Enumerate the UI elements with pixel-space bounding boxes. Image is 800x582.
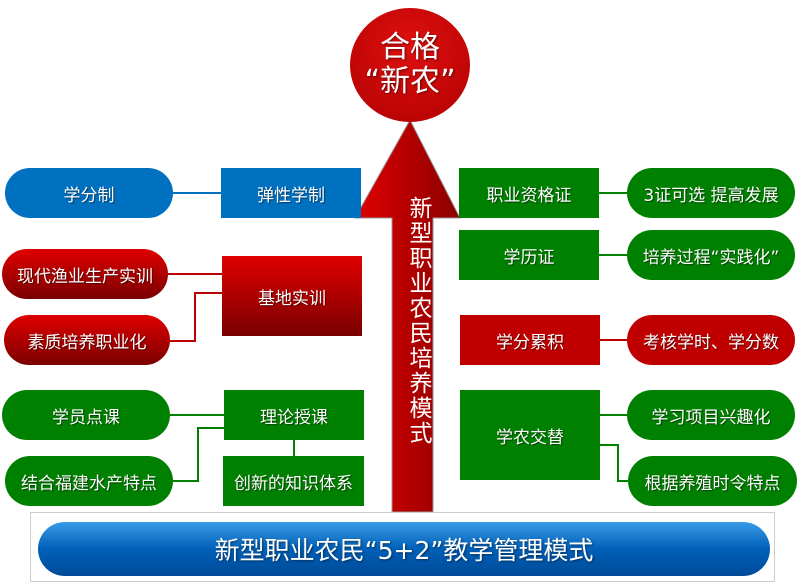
three-cert-node: 3证可选 提高发展 [627,168,795,218]
goal-line2: “新农” [364,64,456,99]
interest-node: 学习项目兴趣化 [627,390,795,440]
goal-line1: 合格 [380,29,440,65]
banner: 新型职业农民“5+2”教学管理模式 [38,522,770,576]
diploma-node: 学历证 [459,230,599,280]
credit-accum-node: 学分累积 [460,315,600,365]
fujian-node: 结合福建水产特点 [5,456,173,506]
innovative-knowledge-node: 创新的知识体系 [223,456,364,506]
practice-node: 培养过程“实践化” [627,230,795,280]
modern-fishery-node: 现代渔业生产实训 [2,249,168,299]
qualification-node: 职业资格证 [459,168,599,218]
arrow-label: 新型职业农民培养模式 [405,196,431,446]
season-node: 根据养殖时令特点 [628,456,797,506]
quality-training-node: 素质培养职业化 [4,315,170,365]
flexible-system-node: 弹性学制 [221,168,361,218]
base-training-node: 基地实训 [222,256,362,336]
goal-circle: 合格 “新农” [350,8,470,122]
assess-node: 考核学时、学分数 [627,315,795,365]
alternate-node: 学农交替 [460,390,600,480]
credit-system-node: 学分制 [5,168,173,218]
student-choice-node: 学员点课 [2,390,170,440]
theory-node: 理论授课 [224,390,364,440]
